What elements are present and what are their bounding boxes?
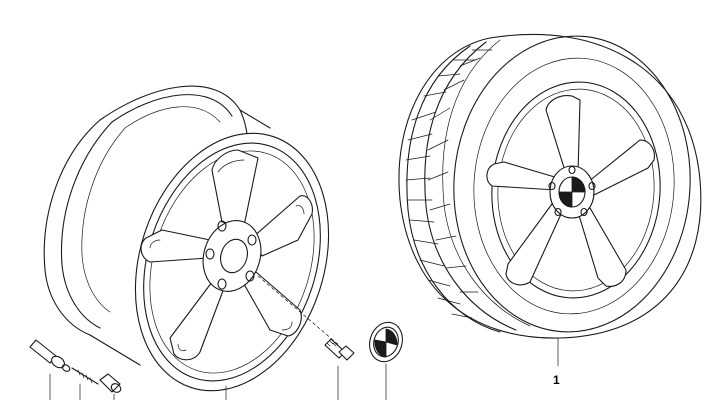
wheel-spokes xyxy=(486,95,655,287)
wheel-hub xyxy=(548,165,596,219)
valve-stem xyxy=(29,339,71,400)
rim-hub xyxy=(202,220,262,292)
valve-cap xyxy=(99,373,122,400)
rim-spokes xyxy=(140,149,313,361)
callout-number-1: 1 xyxy=(553,373,560,387)
tyre-tread xyxy=(405,49,493,319)
valve-core xyxy=(71,367,99,400)
complete-wheel-with-tyre xyxy=(398,33,702,367)
wheel-bolt xyxy=(257,275,355,400)
alloy-rim xyxy=(43,85,330,400)
center-cap xyxy=(369,321,403,400)
